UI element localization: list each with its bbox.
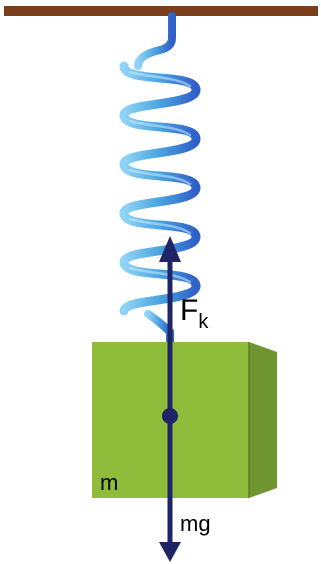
force-arrows [159,236,181,562]
spring-force-symbol: F [180,294,198,327]
mass-block [92,342,277,498]
weight-label: mg [180,511,211,536]
ceiling-bar [4,6,318,16]
center-of-mass-dot [162,408,178,424]
spring-hook [134,12,176,70]
spring-force-arrowhead [159,236,181,262]
weight-arrowhead [159,542,181,562]
spring-highlight [128,70,192,284]
block-side-face [249,342,277,498]
spring-coil [119,61,201,316]
mass-label: m [100,470,118,495]
spring-tail [144,310,174,346]
spring-force-label: Fk [180,294,209,333]
spring-force-subscript: k [198,311,209,333]
